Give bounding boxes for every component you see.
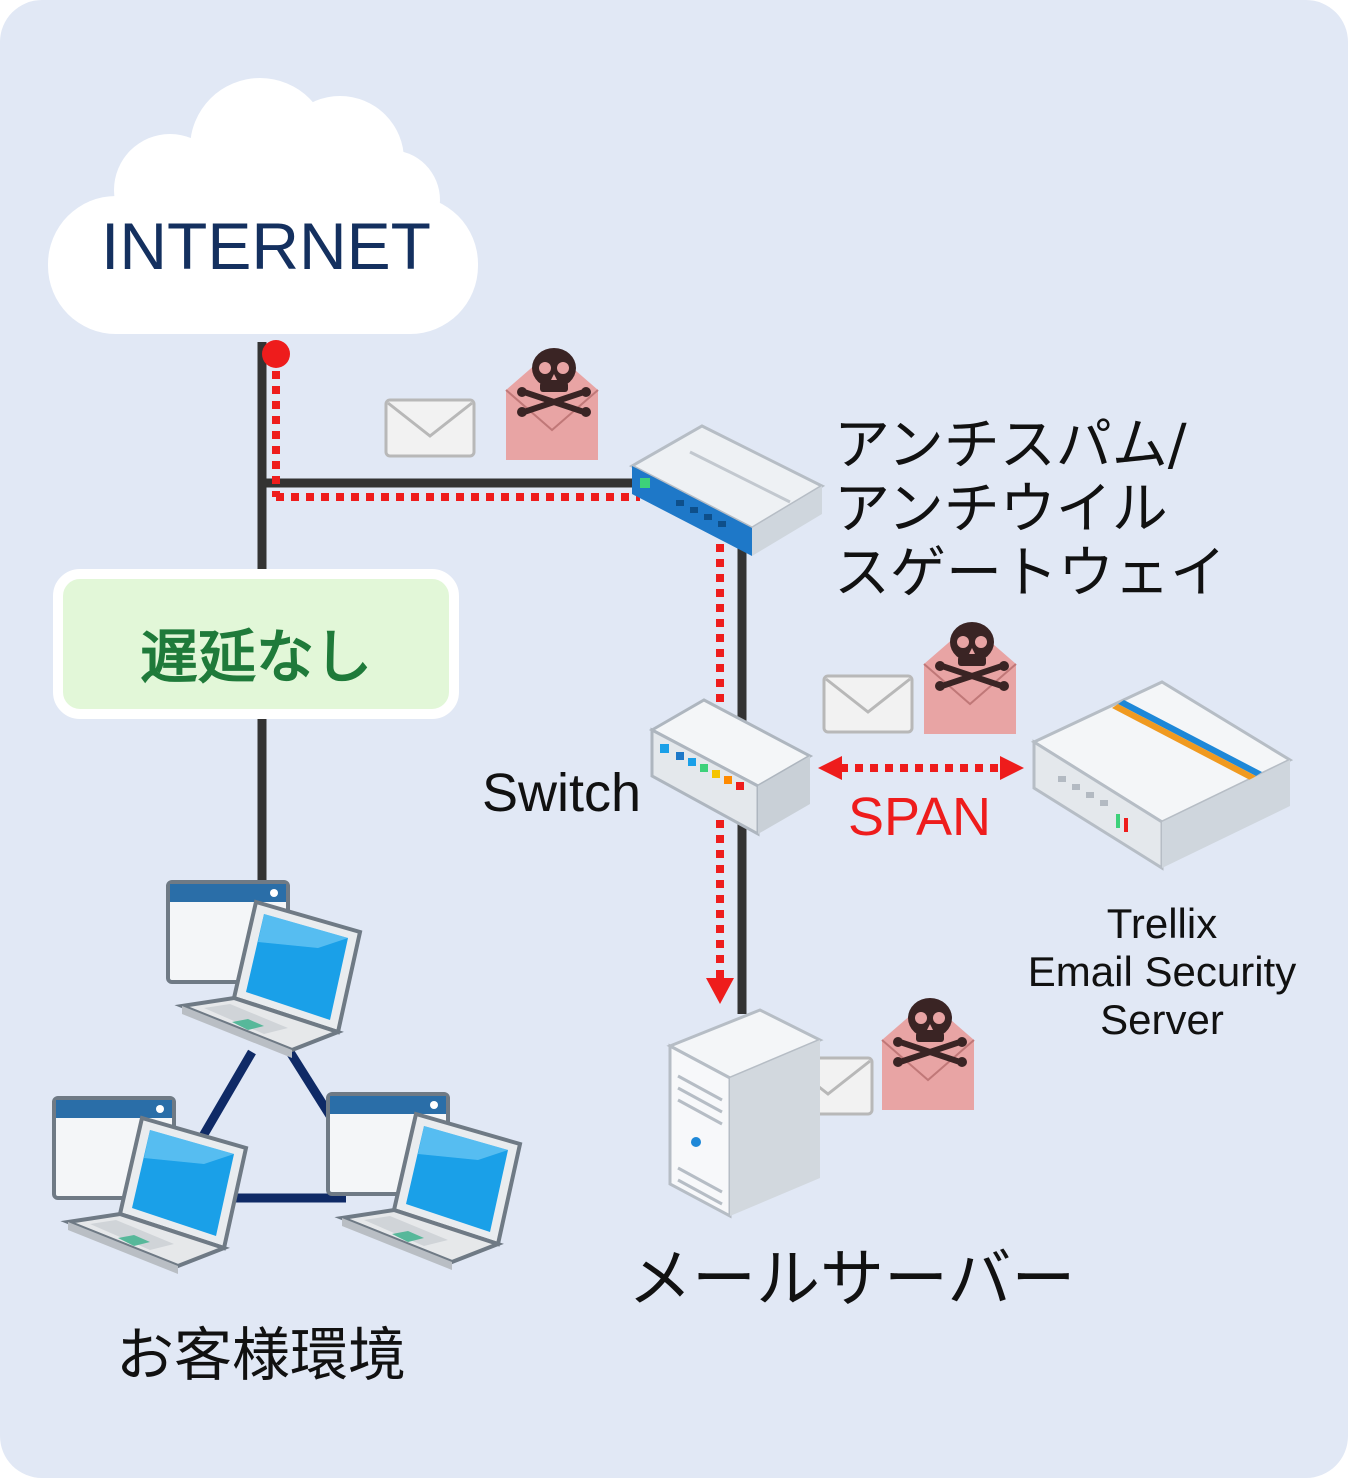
trellix-label-line: Server xyxy=(1100,996,1224,1043)
cloud-icon xyxy=(48,78,478,334)
tower-server-icon xyxy=(666,1008,824,1219)
flow-start-dot xyxy=(262,340,290,368)
gateway-label-line: アンチスパム/ xyxy=(834,413,1187,478)
trellix-label: Trellix Email Security Server xyxy=(1014,900,1310,1044)
mail-flow-path xyxy=(272,356,1000,980)
span-label: SPAN xyxy=(848,787,992,847)
mail-server-label: メールサーバー xyxy=(628,1243,1076,1317)
envelope-icon xyxy=(822,674,914,734)
trellix-label-line: Trellix xyxy=(1106,900,1218,947)
delay-badge-label: 遅延なし xyxy=(139,623,372,691)
flow-arrow-down xyxy=(706,978,734,1004)
server-appliance-icon xyxy=(1030,680,1294,871)
gateway-label: アンチスパム/ アンチウイル スゲートウェイ xyxy=(834,414,1226,606)
envelope-icon xyxy=(384,398,476,458)
delay-badge xyxy=(53,569,459,719)
malicious-mail-icon xyxy=(881,998,975,1110)
malicious-mail-icon xyxy=(505,348,599,460)
gateway-label-line: アンチウイル xyxy=(834,477,1168,542)
span-arrow-left xyxy=(818,756,842,780)
internet-label: INTERNET xyxy=(101,209,431,283)
gateway-label-line: スゲートウェイ xyxy=(834,541,1226,606)
span-arrow-right xyxy=(1000,756,1024,780)
switch-label: Switch xyxy=(482,763,642,823)
switch-icon xyxy=(648,698,814,837)
customer-environment-label: お客様環境 xyxy=(116,1321,407,1389)
trellix-label-line: Email Security xyxy=(1027,948,1297,995)
malicious-mail-icon xyxy=(923,622,1017,734)
gateway-appliance-icon xyxy=(628,424,826,556)
